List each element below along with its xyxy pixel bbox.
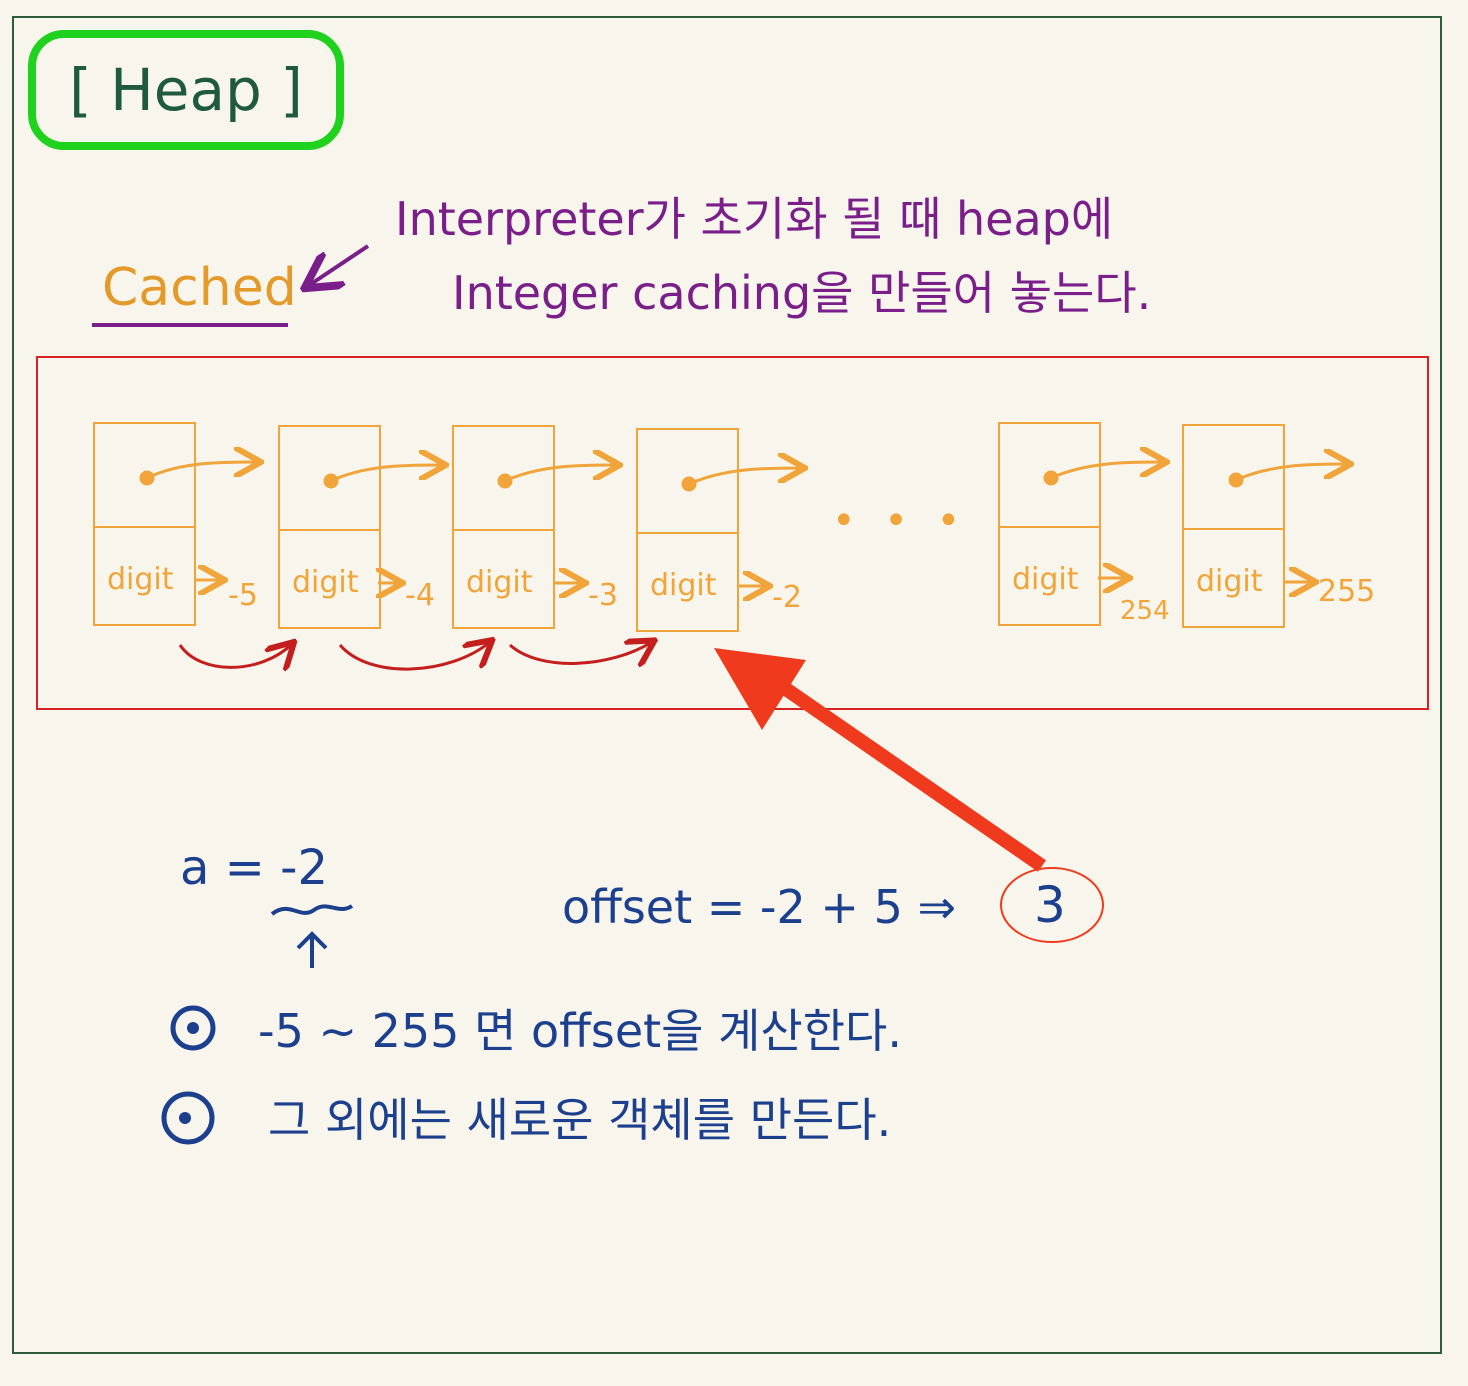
- sequence-arrow: [338, 642, 490, 671]
- ellipsis: • • •: [832, 498, 969, 544]
- cached-pointer-arrow: [308, 244, 370, 286]
- cache-cell: digit: [93, 422, 196, 626]
- cell-divider: [1184, 528, 1283, 530]
- heap-cache-box: [36, 356, 1429, 710]
- cell-value: 254: [1120, 596, 1170, 626]
- note-line-1: Interpreter가 초기화 될 때 heap에: [395, 192, 1114, 246]
- next-arrow: [688, 468, 802, 486]
- cell-value: -4: [405, 578, 435, 613]
- cached-label: Cached: [102, 258, 297, 318]
- cache-cell: digit: [636, 428, 739, 632]
- cell-divider: [454, 529, 553, 531]
- cell-label: digit: [1196, 564, 1263, 599]
- next-arrow: [1050, 462, 1164, 480]
- sequence-arrow: [178, 644, 292, 667]
- next-arrow: [1235, 464, 1348, 482]
- next-arrow: [504, 465, 617, 483]
- up-arrow-icon: [296, 931, 328, 968]
- next-arrow: [330, 465, 443, 483]
- bullet-text-1: -5 ~ 255 면 offset을 계산한다.: [258, 1004, 902, 1058]
- bullet-text-2: 그 외에는 새로운 객체를 만든다.: [268, 1093, 892, 1147]
- bullet-icon: [170, 1005, 216, 1051]
- cell-divider: [280, 529, 379, 531]
- cached-underline: [92, 323, 288, 327]
- cell-label: digit: [466, 565, 533, 600]
- note-line-2: Integer caching을 만들어 놓는다.: [452, 266, 1152, 320]
- cell-divider: [1000, 526, 1099, 528]
- offset-pointer-head: [714, 648, 806, 730]
- tilde-underline: [270, 904, 354, 916]
- offset-expression: offset = -2 + 5 ⇒: [562, 880, 957, 934]
- cell-label: digit: [107, 562, 174, 597]
- next-arrow: [146, 462, 258, 480]
- canvas-frame: [12, 16, 1442, 1354]
- cell-value: -3: [588, 578, 618, 613]
- heap-title: [ Heap ]: [28, 30, 344, 150]
- cache-cell: digit: [452, 425, 555, 629]
- cell-value: -5: [228, 578, 258, 613]
- cache-cell: digit: [1182, 424, 1285, 628]
- cell-value: 255: [1318, 574, 1376, 609]
- heap-title-text: [ Heap ]: [69, 56, 303, 124]
- bullet-icon-dot: [187, 1022, 199, 1034]
- cell-divider: [638, 532, 737, 534]
- offset-pointer-arrow: [766, 672, 1046, 872]
- cache-cell: digit: [278, 425, 381, 629]
- sequence-arrow: [508, 642, 652, 663]
- cache-cell: digit: [998, 422, 1101, 626]
- cell-label: digit: [650, 568, 717, 603]
- cell-divider: [95, 526, 194, 528]
- cell-label: digit: [1012, 562, 1079, 597]
- cell-value: -2: [772, 580, 802, 615]
- bullet-icon-dot: [179, 1112, 191, 1124]
- assignment-text: a = -2: [180, 840, 329, 896]
- offset-result: 3: [1034, 876, 1066, 934]
- result-circle: [1000, 867, 1104, 943]
- bullet-icon: [161, 1091, 215, 1145]
- cell-label: digit: [292, 565, 359, 600]
